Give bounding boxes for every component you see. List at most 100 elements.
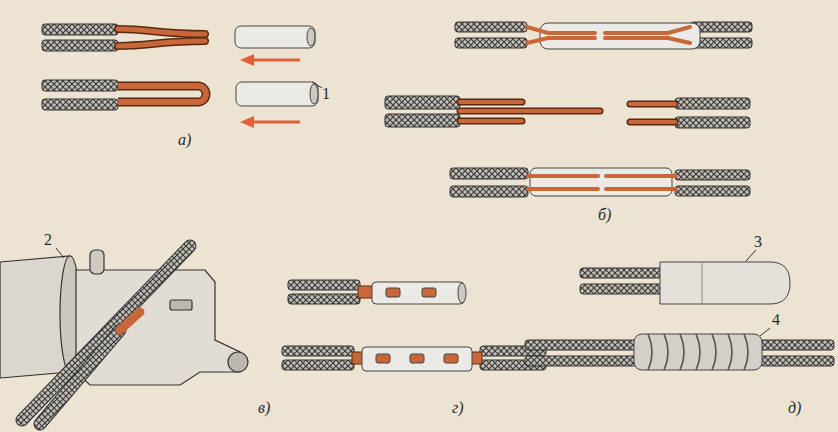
cable-end <box>450 168 750 197</box>
braided-strand <box>675 170 750 180</box>
cap-step <box>702 263 703 303</box>
braided-strand <box>525 356 637 366</box>
copper-loop <box>118 86 206 102</box>
copper-core <box>528 176 676 189</box>
braided-strand <box>455 22 527 32</box>
leader-line <box>56 248 64 258</box>
cable-end <box>42 80 118 110</box>
braided-strand <box>580 268 666 278</box>
copper-wire <box>460 119 522 123</box>
cable-end <box>42 24 118 51</box>
sleeve-end <box>458 283 466 303</box>
braided-strand <box>288 280 360 290</box>
leader-line <box>746 250 756 261</box>
copper-wire <box>605 27 690 33</box>
copper-core <box>118 29 205 46</box>
braided-strand <box>385 114 460 127</box>
braided-strand <box>22 246 190 420</box>
tape-turns <box>648 334 748 370</box>
copper-wire <box>460 100 522 104</box>
insulating-cap <box>660 262 790 304</box>
copper-wire <box>606 187 676 191</box>
braided-strand <box>455 38 527 48</box>
callout-number: 2 <box>44 232 52 248</box>
braided-strand <box>42 99 118 110</box>
core-outline <box>630 119 675 126</box>
core-outline <box>118 41 205 46</box>
sleeve <box>236 82 318 106</box>
arrow-line <box>252 121 300 124</box>
cable-outline <box>22 246 190 420</box>
cable-end <box>580 268 666 294</box>
core-outline <box>118 86 206 102</box>
cable-end <box>385 96 750 128</box>
sleeve-window <box>410 354 424 363</box>
braided-strand <box>760 340 834 350</box>
sleeve-window <box>386 288 400 297</box>
braided-strand <box>675 117 750 128</box>
copper-core <box>460 102 675 122</box>
panel-letter: б) <box>598 207 611 223</box>
braided-strand <box>450 186 528 197</box>
tool-pin <box>90 250 104 274</box>
panel-letter: д) <box>788 400 801 416</box>
copper-sleeve <box>120 312 140 330</box>
braided-strand <box>282 346 354 356</box>
copper-wire <box>528 174 598 178</box>
copper-wire <box>460 109 600 113</box>
copper-wire <box>528 187 598 191</box>
braided-strand <box>40 330 120 424</box>
panel-letter: в) <box>258 400 270 416</box>
braided-strand <box>525 340 637 350</box>
tool-knob <box>228 352 248 372</box>
leader-line <box>312 82 322 88</box>
arrow-line <box>252 59 300 62</box>
core-outline <box>460 118 522 125</box>
cable-end <box>282 346 546 370</box>
copper-wire <box>630 102 675 106</box>
sleeve-window <box>444 354 458 363</box>
sleeve <box>372 282 464 304</box>
panel-letter: г) <box>452 400 464 416</box>
arrow-head <box>240 54 254 66</box>
cable-end <box>22 246 190 424</box>
sleeve-end <box>310 84 318 104</box>
braided-strand <box>42 40 118 51</box>
braided-strand <box>288 294 360 304</box>
copper-wire <box>605 38 690 43</box>
braided-strand <box>675 98 750 109</box>
copper-wire <box>118 29 205 34</box>
leader-line <box>760 328 770 336</box>
callout-number: 3 <box>754 234 762 250</box>
cable-outline <box>40 330 120 424</box>
braided-strand <box>42 24 118 35</box>
braided-strand <box>450 168 528 179</box>
cable-end <box>455 22 752 48</box>
tape-wrap <box>634 334 762 370</box>
sleeve <box>362 347 472 371</box>
core-outline <box>118 29 205 34</box>
sleeve-end <box>307 28 315 46</box>
sleeve <box>530 168 672 196</box>
copper-wire <box>527 38 595 43</box>
callout-number: 4 <box>772 312 780 328</box>
braided-strand <box>760 356 834 366</box>
braided-strand <box>282 360 354 370</box>
sleeve-window <box>376 354 390 363</box>
copper-core <box>527 27 690 43</box>
copper-wire <box>118 41 205 46</box>
sleeve <box>235 26 315 48</box>
core-outline <box>630 101 675 108</box>
core-outline <box>460 108 600 115</box>
copper-wire <box>527 27 595 33</box>
braided-strand <box>580 284 666 294</box>
copper-wire <box>630 120 675 124</box>
callout-number: 1 <box>322 86 330 102</box>
braided-strand <box>42 80 118 91</box>
braided-strand <box>385 96 460 109</box>
arrow-head <box>240 116 254 128</box>
copper-wire <box>606 174 676 178</box>
panel-letter: а) <box>178 132 191 148</box>
